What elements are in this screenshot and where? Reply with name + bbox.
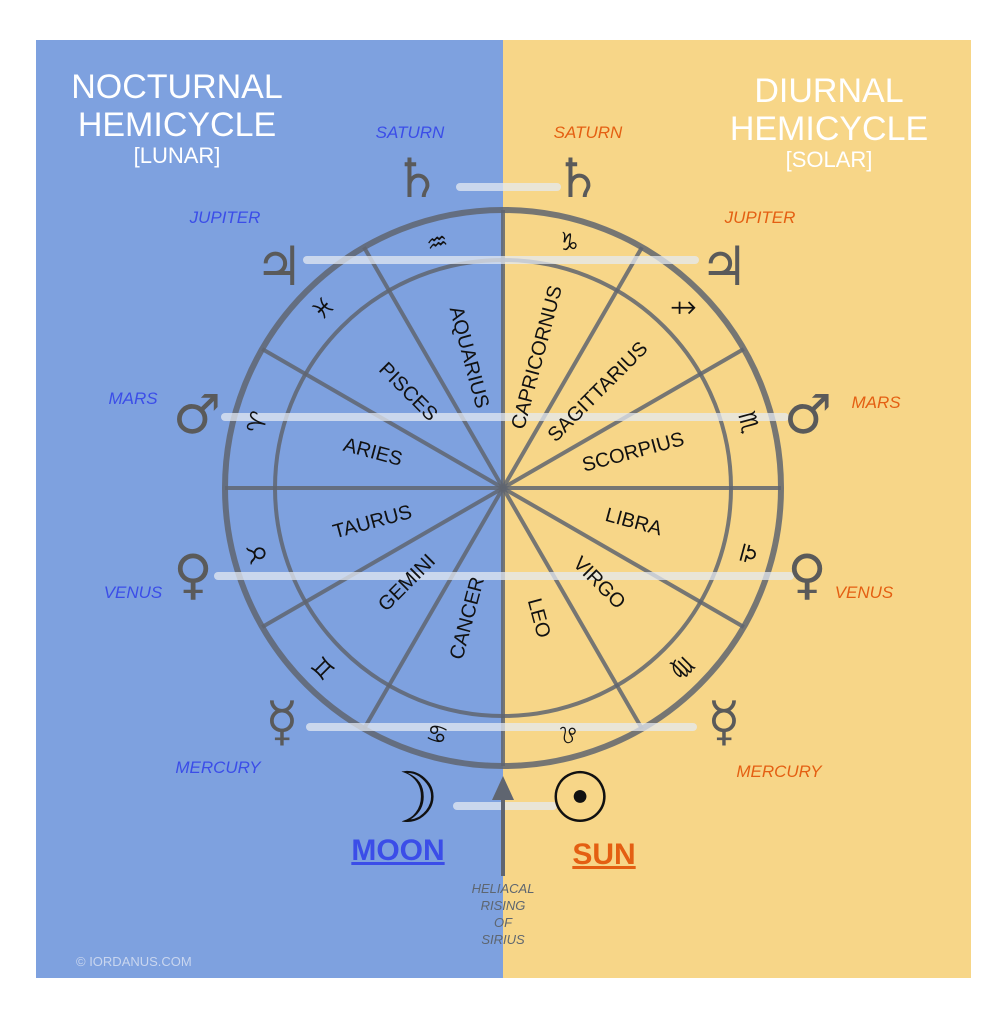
nocturnal-title-line2: HEMICYCLE [78,106,276,144]
diurnal-mars-icon: ♂ [784,383,832,446]
nocturnal-subtitle: [LUNAR] [134,143,221,168]
moon-icon: ☽ [377,757,440,839]
diurnal-mercury-icon: ☿ [707,690,740,753]
sun-label: SUN [572,838,635,871]
nocturnal-mercury-label: MERCURY [175,758,262,777]
diurnal-title-line2: HEMICYCLE [730,110,928,148]
wheel-spoke [362,487,505,730]
wheel-spoke [501,487,644,730]
wheel-spoke [502,486,745,629]
nocturnal-venus-label: VENUS [104,583,163,602]
sun-icon: ☉ [549,757,612,839]
diurnal-mars-label: MARS [851,393,901,412]
wheel-spoke [362,246,505,489]
diurnal-subtitle: [SOLAR] [786,147,873,172]
nocturnal-saturn-label: SATURN [376,123,445,142]
nocturnal-jupiter-icon: ♃ [255,235,303,298]
moon-label: MOON [351,834,444,867]
copyright-notice: © IORDANUS.COM [76,954,192,969]
nocturnal-venus-icon: ♀ [173,543,213,606]
diurnal-jupiter-label: JUPITER [724,208,796,227]
nocturnal-jupiter-label: JUPITER [189,208,261,227]
zodiac-wheel [222,207,784,769]
nocturnal-hemicycle-panel [36,40,503,978]
sirius-label-line4: SIRIUS [481,932,525,947]
sirius-arrow [492,776,514,876]
wheel-spoke [261,486,504,629]
diurnal-venus-icon: ♀ [787,543,827,606]
nocturnal-mars-label: MARS [108,389,158,408]
diurnal-venus-label: VENUS [835,583,894,602]
sirius-label-line3: OF [494,915,513,930]
diurnal-saturn-icon: ♄ [554,147,602,210]
sirius-label-line1: HELIACAL [472,881,535,896]
diurnal-saturn-label: SATURN [554,123,623,142]
diurnal-title-line1: DIURNAL [754,72,903,110]
nocturnal-title-line1: NOCTURNAL [71,68,283,106]
diurnal-mercury-label: MERCURY [736,762,823,781]
wheel-spoke [501,246,644,489]
diurnal-hemicycle-panel [503,40,971,978]
diurnal-jupiter-icon: ♃ [700,235,748,298]
nocturnal-mars-icon: ♂ [173,383,221,446]
nocturnal-saturn-icon: ♄ [393,147,441,210]
nocturnal-mercury-icon: ☿ [265,690,298,753]
sirius-label-line2: RISING [481,898,526,913]
